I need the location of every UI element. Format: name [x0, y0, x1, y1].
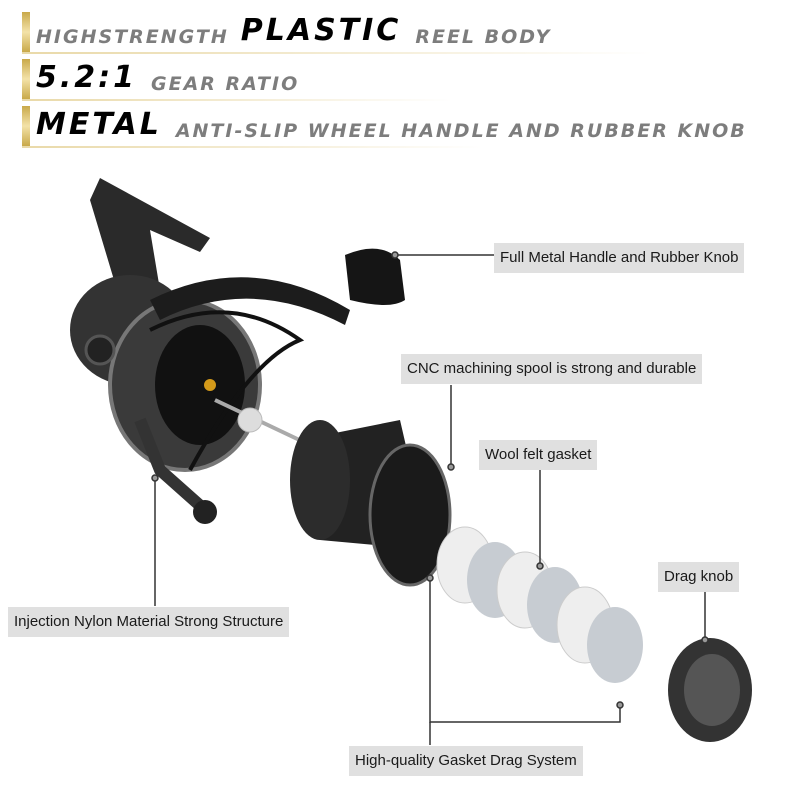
headline-post: reel body	[415, 26, 552, 48]
spool	[290, 420, 452, 587]
headline-metal-handle: Metal anti-slip wheel handle and rubber …	[22, 106, 745, 148]
reel-body	[70, 178, 405, 524]
callout-spool: CNC machining spool is strong and durabl…	[401, 354, 703, 384]
spool-shaft	[214, 398, 311, 447]
headline-bold: Metal	[36, 107, 162, 142]
drag-knob-part	[668, 638, 752, 742]
callout-drag-knob: Drag knob	[658, 562, 740, 592]
callout-wool-gasket: Wool felt gasket	[479, 440, 598, 470]
callout-handle: Full Metal Handle and Rubber Knob	[494, 243, 745, 273]
callout-drag-system: High-quality Gasket Drag System	[349, 746, 583, 776]
headline-pre: Highstrength	[36, 26, 229, 48]
headline-bold: 5.2:1	[36, 60, 138, 95]
drag-washers	[436, 526, 643, 683]
callout-lines	[151, 251, 709, 745]
headline-bold: Plastic	[240, 13, 402, 48]
callout-body: Injection Nylon Material Strong Structur…	[8, 607, 290, 637]
headline-post: anti-slip wheel handle and rubber knob	[175, 120, 747, 142]
headline-post: gear ratio	[151, 73, 300, 95]
headline-gear-ratio: 5.2:1 gear ratio	[22, 59, 452, 101]
headline-plastic-body: Highstrength Plastic reel body	[22, 12, 652, 54]
